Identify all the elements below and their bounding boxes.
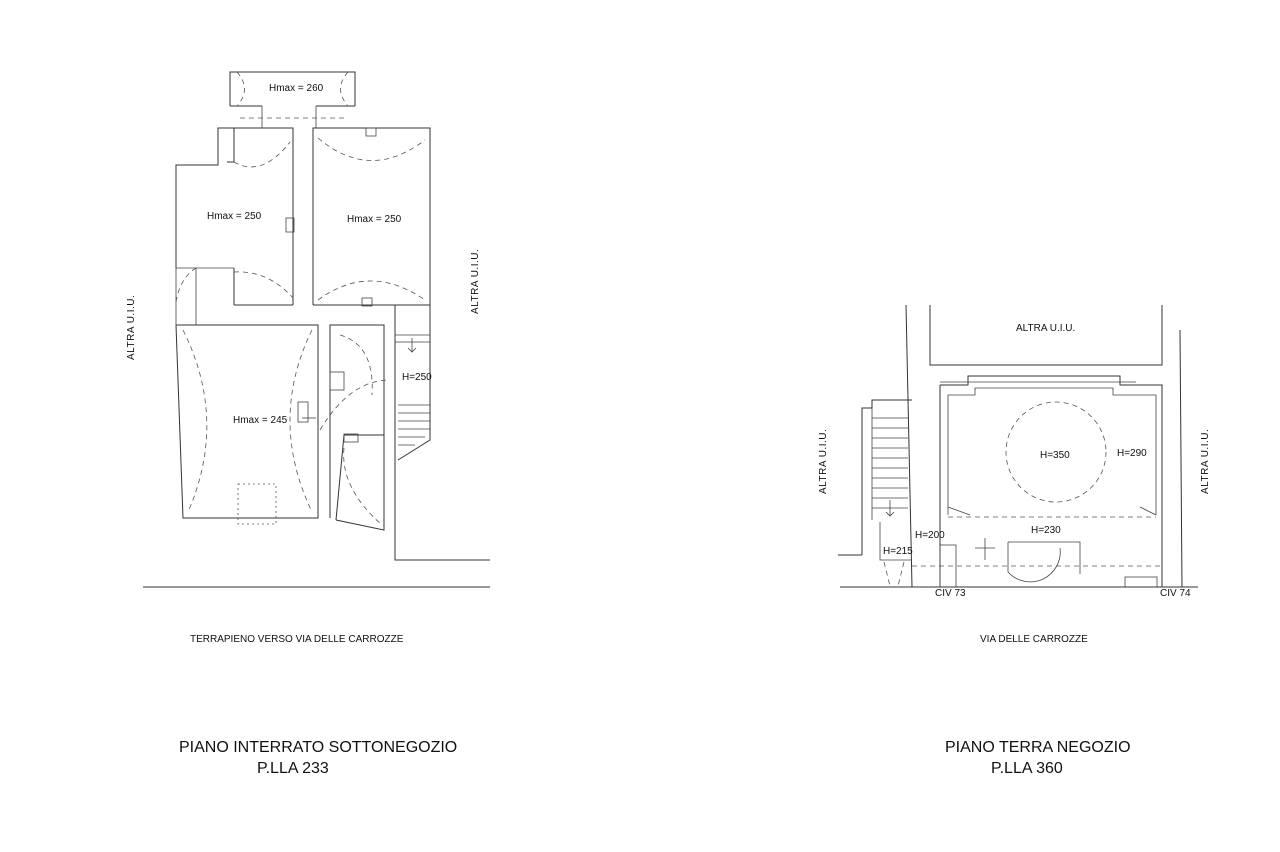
stair-arrow [407, 347, 417, 353]
vault-arc [319, 379, 391, 431]
stair-wall [861, 399, 912, 555]
middle-room-wall [335, 434, 385, 531]
door-frame [1008, 541, 1081, 574]
vault-arc [340, 71, 349, 107]
entry-wall [879, 522, 912, 561]
niche [329, 371, 345, 391]
niche [343, 433, 359, 443]
plan-subtitle: P.LLA 360 [991, 760, 1063, 777]
hatch-outline [237, 483, 277, 525]
neighbor-label: ALTRA U.I.U. [818, 429, 829, 494]
top-room-wall [229, 71, 356, 106]
neighbor-boundary [929, 305, 1163, 366]
niche [285, 217, 295, 233]
vault-arc [233, 271, 294, 299]
neighbor-label: ALTRA U.I.U. [126, 295, 137, 360]
plan-title: PIANO INTERRATO SOTTONEGOZIO [179, 739, 457, 756]
vault-arc [339, 334, 373, 396]
room-height-label: H=290 [1117, 448, 1147, 459]
niche [361, 297, 373, 307]
inner-wall [1148, 394, 1157, 515]
ground-floor-plan: ALTRA U.I.U. ALTRA U.I.U. ALTRA U.I.U. H… [818, 304, 1211, 777]
upper-left-room-wall [175, 127, 294, 305]
door-swing [1007, 542, 1061, 583]
niche [297, 401, 309, 423]
basement-plan: Hmax = 260 Hmax = 250 Hmax = 250 Hmax = … [126, 71, 490, 777]
vault-arc [233, 141, 291, 168]
room-height-label: H=215 [883, 546, 913, 557]
vault-arc [343, 447, 383, 526]
room-height-label: H=200 [915, 530, 945, 541]
plan-title: PIANO TERRA NEGOZIO [945, 739, 1131, 756]
room-height-label: H=350 [1040, 450, 1070, 461]
neighbor-label: ALTRA U.I.U. [1016, 323, 1075, 334]
stair-arrow [885, 511, 895, 517]
niche [365, 127, 377, 137]
inner-wall [947, 387, 1148, 515]
neighbor-label: ALTRA U.I.U. [1200, 429, 1211, 494]
vault-arc [317, 280, 426, 301]
inner-wall [1139, 506, 1157, 516]
upper-left-room-wall [227, 128, 235, 163]
stair-wall [397, 305, 431, 461]
vault-arc [182, 329, 208, 513]
vault-arc [236, 71, 245, 107]
room-height-label: H=250 [402, 372, 432, 383]
room-height-label: Hmax = 250 [207, 211, 262, 222]
middle-room-wall [329, 324, 385, 518]
plan-subtitle: P.LLA 233 [257, 760, 329, 777]
room-height-label: Hmax = 250 [347, 214, 402, 225]
stair-wall [394, 305, 490, 561]
room-height-label: H=230 [1031, 525, 1061, 536]
pillar [1124, 576, 1158, 588]
vault-arc [175, 267, 197, 303]
vault-circle [1005, 401, 1107, 503]
room-height-label: Hmax = 245 [233, 415, 288, 426]
party-wall [905, 304, 913, 588]
street-name: VIA DELLE CARROZZE [980, 634, 1088, 645]
room-height-label: Hmax = 260 [269, 83, 324, 94]
vault-arc [317, 137, 426, 161]
civic-number: CIV 74 [1160, 588, 1191, 599]
inner-wall [947, 506, 971, 516]
shop-wall [940, 375, 1163, 587]
vault-arc [289, 329, 313, 513]
lower-left-room-wall [175, 324, 319, 519]
street-note: TERRAPIENO VERSO VIA DELLE CARROZZE [190, 634, 404, 645]
entry-splay [883, 561, 905, 587]
civic-number: CIV 73 [935, 588, 966, 599]
party-wall [1179, 329, 1183, 588]
neighbor-label: ALTRA U.I.U. [470, 249, 481, 314]
